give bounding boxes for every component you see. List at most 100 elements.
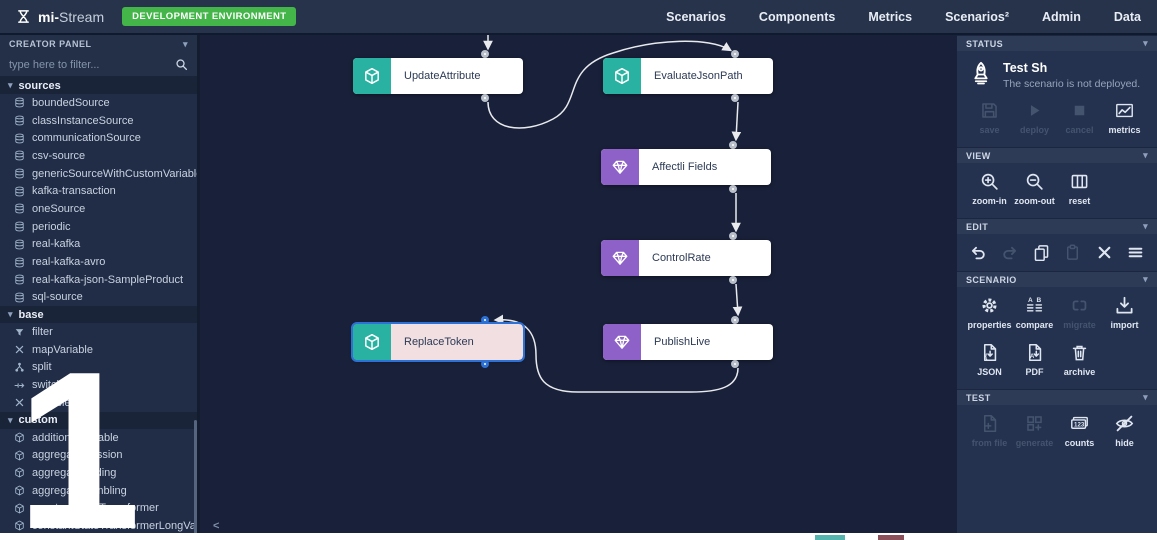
from-file-button[interactable]: from file (967, 414, 1012, 448)
hide-button[interactable]: hide (1102, 414, 1147, 448)
sidebar-item-variable[interactable]: variable (0, 394, 197, 412)
output-port[interactable] (481, 94, 489, 102)
db-icon (14, 221, 25, 232)
json-button[interactable]: JSON (967, 343, 1012, 377)
panel-header-status[interactable]: STATUS▾ (957, 35, 1157, 51)
paste-button[interactable] (1064, 244, 1081, 261)
node-AffectliFields[interactable]: Affectli Fields (601, 141, 771, 193)
copy-icon (1033, 244, 1050, 261)
panel-header-edit[interactable]: EDIT▾ (957, 218, 1157, 234)
sidebar-item-boundedSource[interactable]: boundedSource (0, 94, 197, 112)
panel-header-view[interactable]: VIEW▾ (957, 147, 1157, 163)
sidebar-item-split[interactable]: split (0, 359, 197, 377)
panel-header-scenario[interactable]: SCENARIO▾ (957, 271, 1157, 287)
input-port[interactable] (731, 50, 739, 58)
sidebar-item-kafka-transaction[interactable]: kafka-transaction (0, 182, 197, 200)
sidebar-item-switch[interactable]: switch (0, 376, 197, 394)
sidebar-item-filter[interactable]: filter (0, 323, 197, 341)
metrics-button[interactable]: metrics (1102, 101, 1147, 135)
panel-body-edit (957, 234, 1157, 271)
sidebar-item-communicationSource[interactable]: communicationSource (0, 129, 197, 147)
align-button[interactable] (1127, 244, 1144, 261)
sidebar-item-oneSource[interactable]: oneSource (0, 200, 197, 218)
button-label: from file (971, 438, 1008, 448)
properties-button[interactable]: properties (967, 296, 1012, 330)
cancel-button[interactable]: cancel (1057, 101, 1102, 135)
counts-icon (1070, 414, 1089, 433)
nav-item-metrics[interactable]: Metrics (868, 9, 913, 24)
undo-button[interactable] (970, 244, 987, 261)
node-ReplaceToken[interactable]: ReplaceToken (351, 316, 525, 368)
sidebar-scrollbar[interactable] (194, 420, 197, 540)
node-EvaluateJsonPath[interactable]: EvaluateJsonPath (603, 50, 773, 102)
button-label: JSON (977, 367, 1002, 377)
deploy-button[interactable]: deploy (1012, 101, 1057, 135)
sidebar-item-aggregate-session[interactable]: aggregate-session (0, 446, 197, 464)
input-port[interactable] (731, 316, 739, 324)
sidebar-item-constantStateTransformer[interactable]: constantStateTransformer (0, 499, 197, 517)
cube-icon (353, 58, 391, 94)
input-port[interactable] (729, 141, 737, 149)
zoom-in-button[interactable]: zoom-in (967, 172, 1012, 206)
section-label: custom (18, 414, 58, 427)
output-port[interactable] (731, 94, 739, 102)
copy-button[interactable] (1033, 244, 1050, 261)
output-port[interactable] (731, 360, 739, 368)
sidebar-item-classInstanceSource[interactable]: classInstanceSource (0, 112, 197, 130)
sidebar-item-sql-source[interactable]: sql-source (0, 289, 197, 307)
node-UpdateAttribute[interactable]: UpdateAttribute (353, 50, 523, 102)
zoom-out-button[interactable]: zoom-out (1012, 172, 1057, 206)
redo-button[interactable] (1001, 244, 1018, 261)
output-port[interactable] (729, 276, 737, 284)
delete-button[interactable] (1096, 244, 1113, 261)
archive-button[interactable]: archive (1057, 343, 1102, 377)
sidebar-item-periodic[interactable]: periodic (0, 218, 197, 236)
nav-item-data[interactable]: Data (1113, 9, 1141, 24)
save-button[interactable]: save (967, 101, 1012, 135)
sidebar-item-mapVariable[interactable]: mapVariable (0, 341, 197, 359)
creator-panel-header[interactable]: CREATOR PANEL ▾ (0, 35, 197, 53)
compare-button[interactable]: compare (1012, 296, 1057, 330)
import-button[interactable]: import (1102, 296, 1147, 330)
sidebar-item-aggregate-sliding[interactable]: aggregate-sliding (0, 464, 197, 482)
nav-item-scenarios[interactable]: Scenarios (666, 9, 726, 24)
input-port[interactable] (481, 50, 489, 58)
sidebar-item-real-kafka[interactable]: real-kafka (0, 236, 197, 254)
nav-item-scenarios-[interactable]: Scenarios² (945, 9, 1010, 24)
node-PublishLive[interactable]: PublishLive (603, 316, 773, 368)
sidebar-item-additionalVariable[interactable]: additionalVariable (0, 429, 197, 447)
sidebar-item-csv-source[interactable]: csv-source (0, 147, 197, 165)
item-label: genericSourceWithCustomVariables (32, 167, 200, 180)
filter-input[interactable] (9, 58, 175, 71)
panel-header-test[interactable]: TEST▾ (957, 389, 1157, 405)
node-label: Affectli Fields (652, 161, 718, 173)
input-port[interactable] (481, 316, 489, 324)
sidebar-item-real-kafka-json-SampleProduct[interactable]: real-kafka-json-SampleProduct (0, 271, 197, 289)
migrate-button[interactable]: migrate (1057, 296, 1102, 330)
delete-icon (1096, 244, 1113, 261)
reset-button[interactable]: reset (1057, 172, 1102, 206)
nav-item-admin[interactable]: Admin (1042, 9, 1081, 24)
generate-button[interactable]: generate (1012, 414, 1057, 448)
sidebar-section-sources[interactable]: ▾sources (0, 77, 197, 94)
search-icon[interactable] (175, 58, 188, 71)
nav-item-components[interactable]: Components (758, 9, 836, 24)
output-port[interactable] (729, 185, 737, 193)
sidebar-section-base[interactable]: ▾base (0, 306, 197, 324)
counts-button[interactable]: counts (1057, 414, 1102, 448)
item-label: split (32, 361, 52, 374)
pdf-button[interactable]: PDF (1012, 343, 1057, 377)
node-ControlRate[interactable]: ControlRate (601, 232, 771, 284)
button-label: zoom-in (972, 196, 1007, 206)
x-icon (14, 344, 25, 355)
sidebar-collapse-toggle[interactable]: < (213, 520, 220, 532)
input-port[interactable] (729, 232, 737, 240)
button-label: import (1110, 320, 1139, 330)
sidebar-item-constantStateTransformerLongValue[interactable]: constantStateTransformerLongValue (0, 517, 197, 535)
sidebar-item-real-kafka-avro[interactable]: real-kafka-avro (0, 253, 197, 271)
sidebar-item-genericSourceWithCustomVariables[interactable]: genericSourceWithCustomVariables (0, 165, 197, 183)
sidebar-item-aggregate-tumbling[interactable]: aggregate-tumbling (0, 482, 197, 500)
sidebar-section-custom[interactable]: ▾custom (0, 411, 197, 429)
output-port[interactable] (481, 360, 489, 368)
